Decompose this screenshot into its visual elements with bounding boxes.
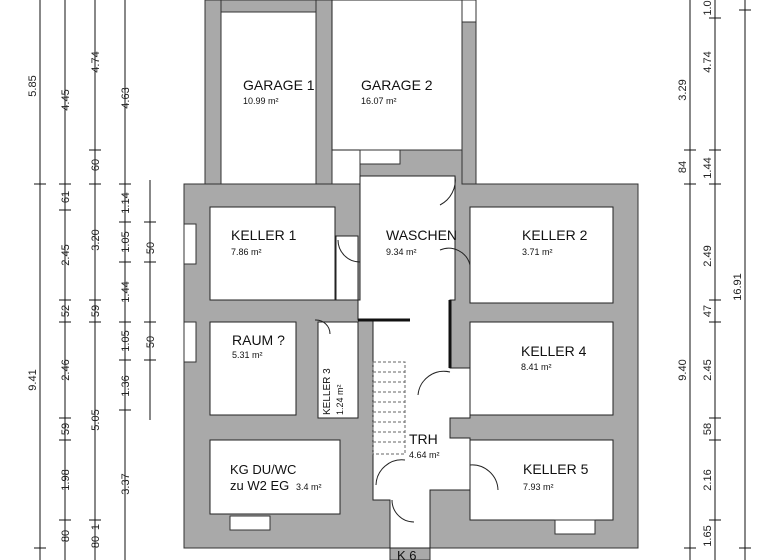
dim-left-3d: 1.44 — [120, 281, 132, 302]
dim-left-2f: 1 — [90, 524, 102, 530]
dim-right-2d: 2.49 — [702, 245, 714, 266]
dim-left-3g: 3.37 — [120, 473, 132, 494]
room-keller-1 — [209, 206, 336, 301]
area-garage-1: 10.99 m² — [243, 96, 279, 106]
room-raum — [209, 321, 297, 416]
label-keller-2: KELLER 2 — [522, 227, 588, 243]
label-keller-3: KELLER 3 — [322, 368, 333, 415]
label-garage-2: GARAGE 2 — [361, 77, 433, 93]
dimension-lines-left — [34, 0, 156, 560]
dim-left-1d: 52 — [60, 305, 72, 317]
label-keller-1: KELLER 1 — [231, 227, 297, 243]
dim-left-outer-a: 5.85 — [27, 75, 39, 96]
room-keller-3 — [317, 321, 359, 419]
room-keller-4 — [469, 321, 614, 416]
dim-left-2e: 5.05 — [90, 409, 102, 430]
dim-left-1g: 1.98 — [60, 469, 72, 490]
label-waschen: WASCHEN — [386, 227, 457, 243]
area-waschen: 9.34 m² — [386, 247, 417, 257]
dim-right-2f: 2.45 — [702, 359, 714, 380]
dim-left-2d: 59 — [90, 305, 102, 317]
dim-left-3b: 1.14 — [120, 192, 132, 213]
area-garage-2: 16.07 m² — [361, 96, 397, 106]
dim-right-1b: 84 — [677, 161, 689, 173]
area-trh: 4.64 m² — [409, 450, 440, 460]
label-kg-duwc-line2: zu W2 EG — [230, 478, 289, 493]
dim-right-2a: 1.0 — [702, 0, 714, 15]
label-trh: TRH — [409, 431, 438, 447]
dim-left-2g: 80 — [90, 536, 102, 548]
room-keller-2 — [469, 206, 614, 304]
dim-left-3a: 4.63 — [120, 87, 132, 108]
label-kg-duwc: KG DU/WC — [230, 462, 296, 477]
windows — [183, 149, 596, 535]
dim-right-2g: 58 — [702, 423, 714, 435]
label-garage-1: GARAGE 1 — [243, 77, 315, 93]
dim-left-3c: 1.05 — [120, 231, 132, 252]
dim-right-2c: 1.44 — [702, 157, 714, 178]
area-keller-5: 7.93 m² — [523, 482, 554, 492]
dim-left-1c: 2.45 — [60, 244, 72, 265]
label-raum: RAUM ? — [232, 332, 285, 348]
staircase — [372, 361, 406, 455]
dim-left-1h: 80 — [60, 530, 72, 542]
dim-left-2b: 60 — [90, 159, 102, 171]
dim-left-2c: 3.20 — [90, 229, 102, 250]
dim-right-2h: 2.16 — [702, 469, 714, 490]
area-keller-2: 3.71 m² — [522, 247, 553, 257]
room-kg-duwc — [209, 439, 341, 515]
area-keller-3: 1.24 m² — [335, 384, 345, 415]
dim-left-2a: 4.74 — [90, 51, 102, 72]
area-raum: 5.31 m² — [232, 350, 263, 360]
dim-left-1e: 2.46 — [60, 359, 72, 380]
area-keller-1: 7.86 m² — [231, 247, 262, 257]
dim-left-4b: 50 — [145, 336, 157, 348]
garage-block — [204, 0, 477, 187]
dim-left-outer-b: 9.41 — [27, 369, 39, 390]
door-swings — [314, 175, 499, 523]
dim-left-1f: 59 — [60, 423, 72, 435]
label-keller-4: KELLER 4 — [521, 343, 587, 359]
dimension-lines-right — [684, 0, 751, 560]
dim-left-1b: 61 — [60, 191, 72, 203]
room-keller-5 — [469, 439, 614, 521]
dim-right-1a: 3.29 — [677, 79, 689, 100]
dim-right-3a: 16.91 — [732, 273, 744, 301]
dim-right-2e: 47 — [702, 305, 714, 317]
dim-right-2i: 1.65 — [702, 525, 714, 546]
dim-left-3e: 1.05 — [120, 330, 132, 351]
dim-left-3f: 1.36 — [120, 375, 132, 396]
dim-right-2b: 4.74 — [702, 51, 714, 72]
dim-left-1a: 4.45 — [60, 89, 72, 110]
label-k6: K 6 — [397, 548, 417, 560]
label-keller-5: KELLER 5 — [523, 461, 589, 477]
dim-right-1c: 9.40 — [677, 359, 689, 380]
dim-left-4a: 50 — [145, 242, 157, 254]
area-keller-4: 8.41 m² — [521, 362, 552, 372]
area-kg-duwc: 3.4 m² — [296, 482, 322, 492]
